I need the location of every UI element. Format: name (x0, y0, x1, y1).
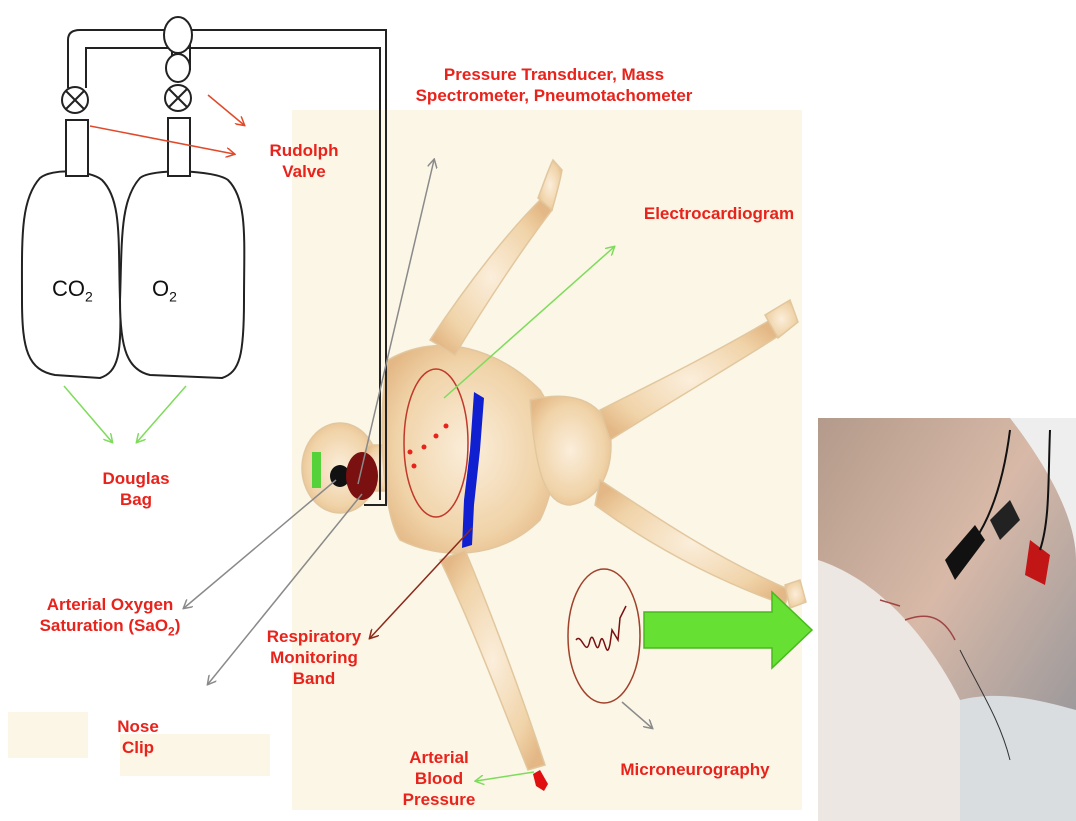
rudolph-valve-label: Rudolph Valve (264, 140, 344, 182)
o2-bag-label: O2 (152, 276, 177, 304)
douglas-bag-label: Douglas Bag (96, 468, 176, 510)
arrow-valve-bottom (90, 126, 234, 154)
douglas-bag-co2 (22, 120, 121, 378)
pressure-transducer-label: Pressure Transducer, Mass Spectrometer, … (404, 64, 704, 106)
mouthpiece (346, 452, 378, 500)
co2-bag-label: CO2 (52, 276, 93, 304)
microneurography-photo (818, 418, 1076, 821)
arrow-co2-douglas (64, 386, 112, 442)
respiratory-band-label: Respiratory Monitoring Band (254, 626, 374, 689)
arrow-o2-douglas (137, 386, 186, 442)
microneurography-label: Microneurography (610, 759, 780, 780)
nose-clip-label: Nose Clip (108, 716, 168, 758)
douglas-bag-o2 (120, 118, 244, 378)
arterial-blood-pressure-label: Arterial Blood Pressure (384, 747, 494, 810)
nose-clip-marker (312, 452, 321, 488)
valve-icon (62, 17, 192, 113)
arrow-valve-top (208, 95, 244, 125)
electrocardiogram-label: Electrocardiogram (634, 203, 804, 224)
sao2-label: Arterial Oxygen Saturation (SaO2) (20, 594, 200, 642)
